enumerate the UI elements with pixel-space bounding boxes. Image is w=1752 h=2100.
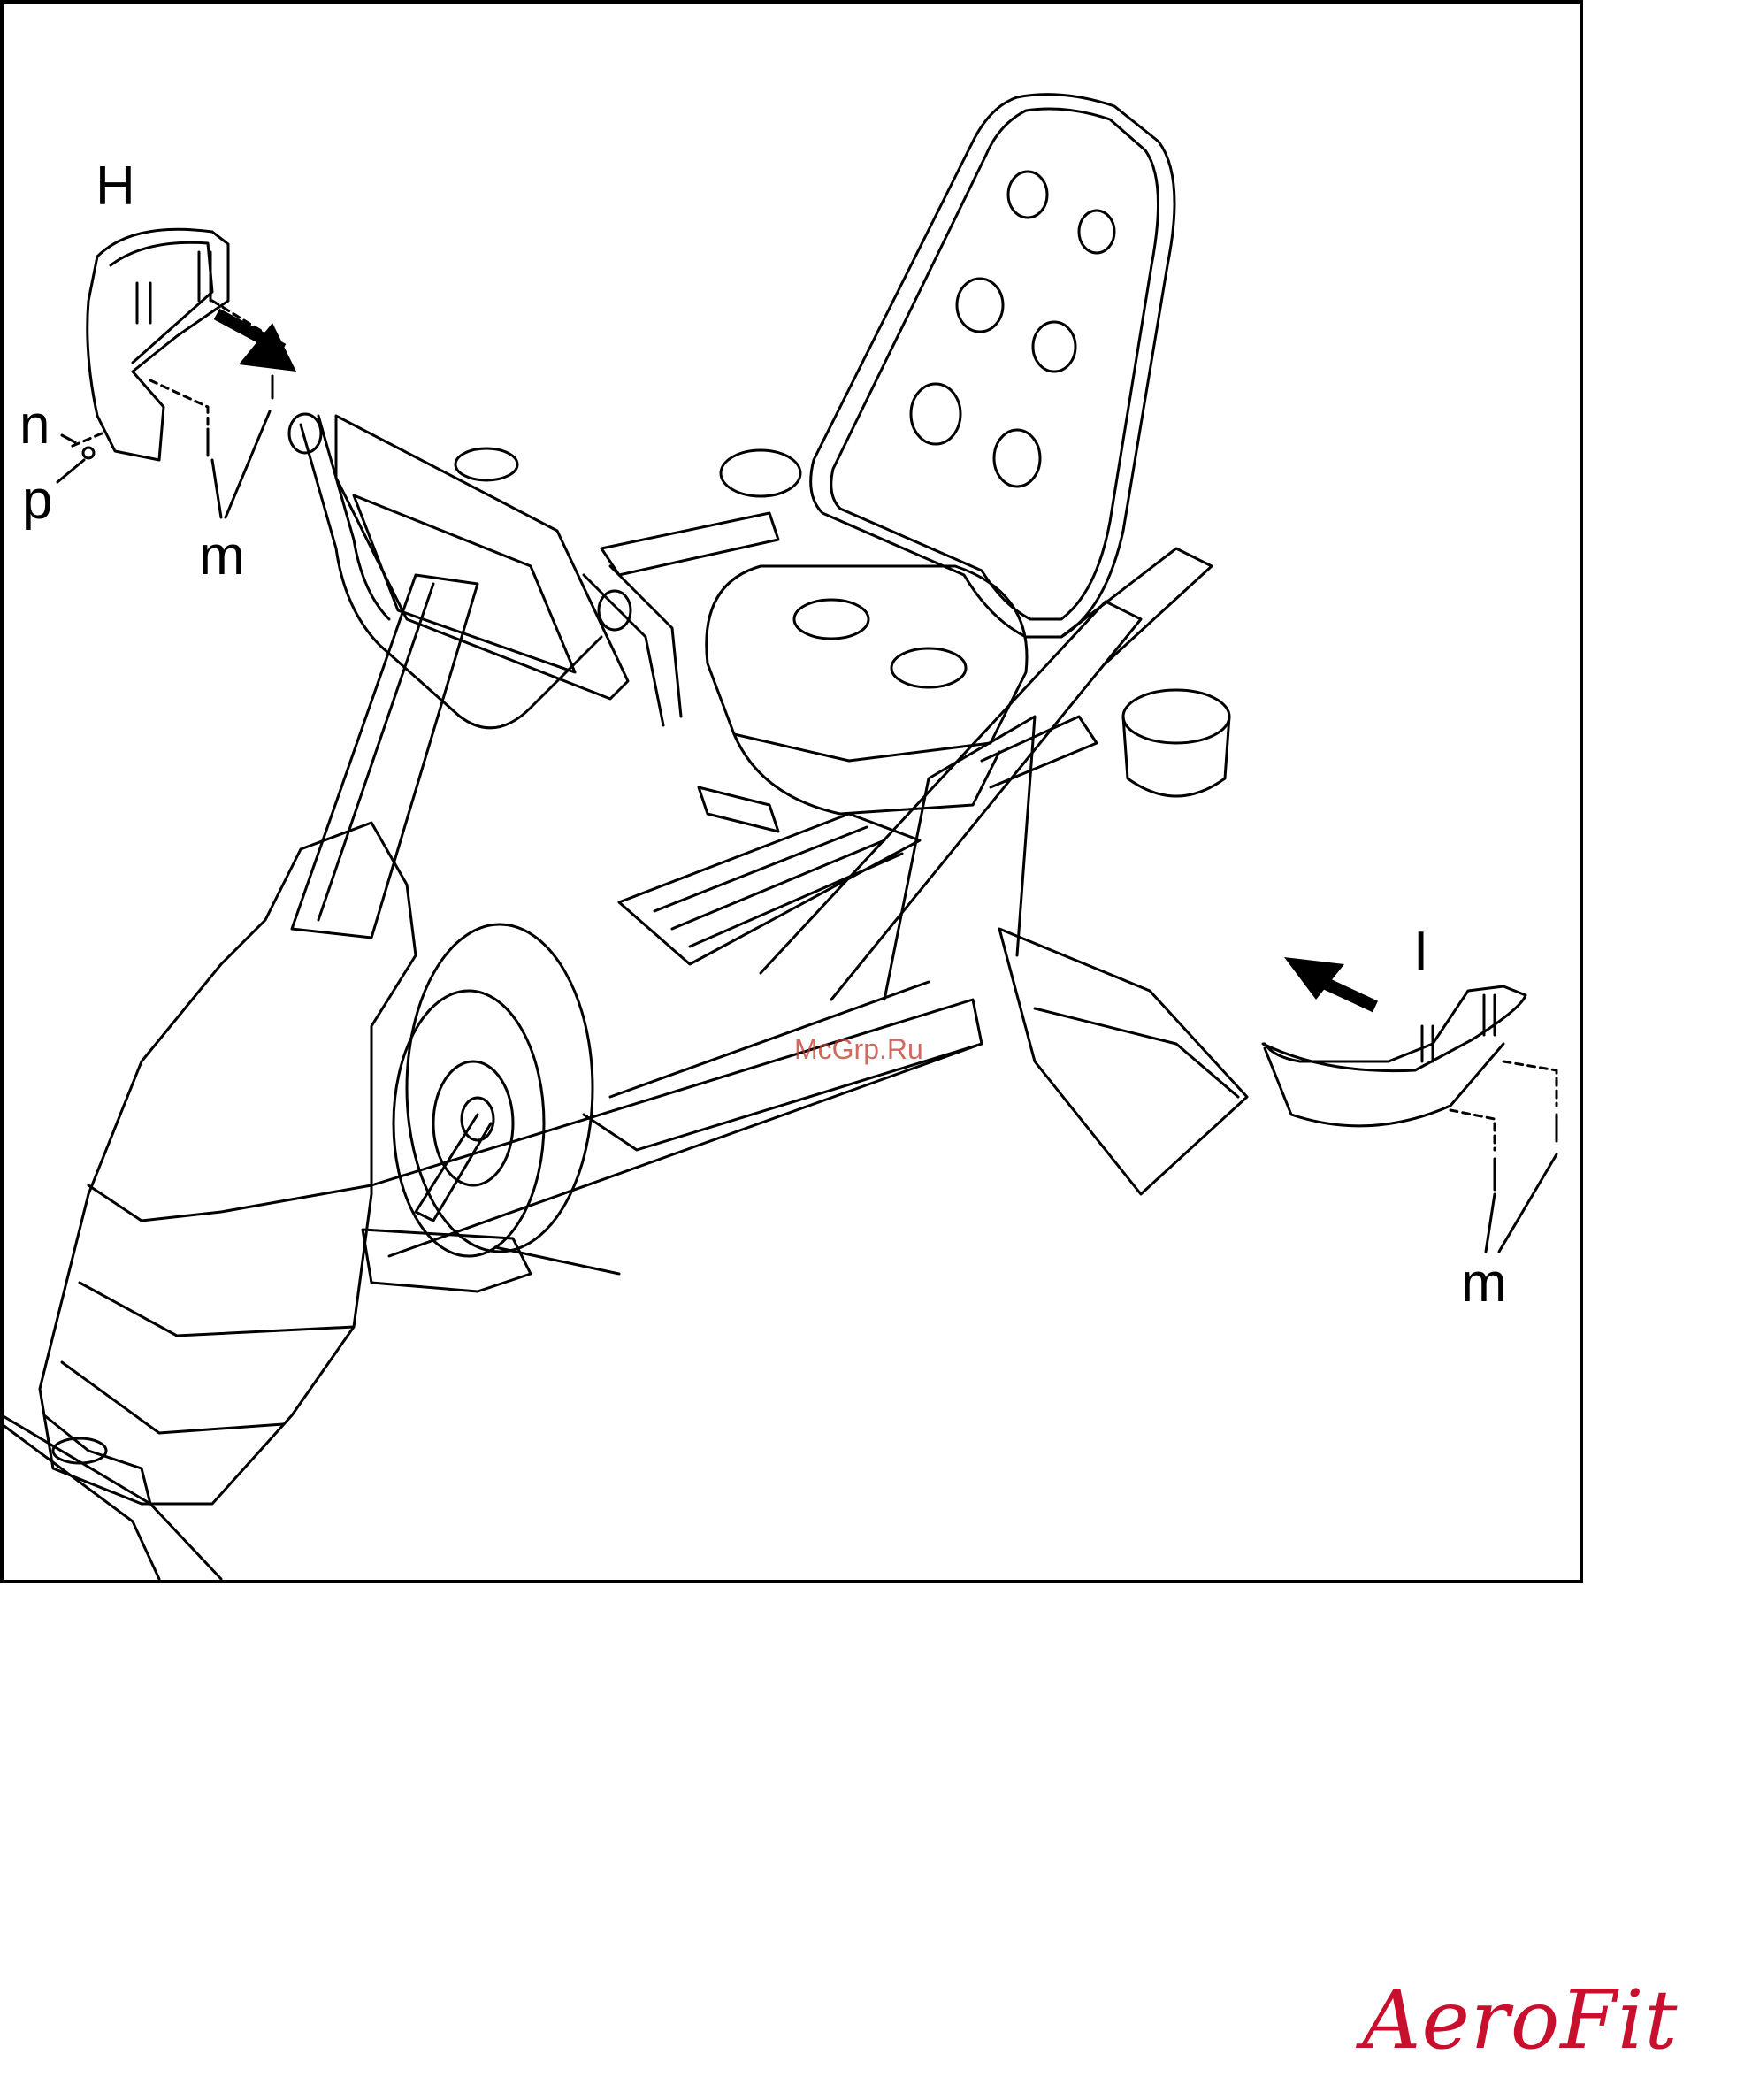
backrest-pad-5 bbox=[911, 384, 960, 444]
aerofit-logo: AeroFit bbox=[1362, 1973, 1678, 2067]
leader-p bbox=[57, 460, 84, 482]
leader-m-right bbox=[1486, 1154, 1557, 1252]
seat-handle-cup-right bbox=[1123, 690, 1229, 743]
arrow-right-down bbox=[217, 314, 296, 372]
label-n: n bbox=[19, 398, 50, 453]
screw-m-h-1 bbox=[208, 376, 272, 456]
label-i: I bbox=[1413, 924, 1428, 979]
rear-stabilizer bbox=[999, 929, 1247, 1194]
seat-handle-cup-right-body bbox=[1123, 717, 1229, 796]
seat-handle-left bbox=[601, 513, 778, 575]
cover-i-dash bbox=[1450, 1061, 1557, 1150]
console-knob bbox=[455, 448, 517, 480]
backrest-pad-3 bbox=[957, 279, 1003, 332]
shroud-detail bbox=[88, 1185, 371, 1221]
seat-rail-right bbox=[1061, 548, 1212, 663]
grip-end-right bbox=[599, 591, 631, 630]
flywheel-inner bbox=[394, 991, 544, 1256]
shroud-detail-3 bbox=[62, 1362, 283, 1433]
leader-m-left bbox=[212, 411, 270, 517]
arrow-left-up bbox=[1284, 957, 1375, 1007]
label-m-left: m bbox=[199, 529, 245, 584]
backrest-pad-6 bbox=[994, 430, 1040, 487]
slide-track-lines bbox=[654, 827, 902, 947]
cover-i bbox=[1263, 986, 1526, 1071]
pedal bbox=[363, 1230, 531, 1291]
label-m-right: m bbox=[1461, 1256, 1507, 1311]
watermark: McGrp.Ru bbox=[794, 1035, 923, 1063]
backrest-pad-4 bbox=[1033, 322, 1075, 372]
flywheel-outer bbox=[407, 924, 593, 1252]
backrest-inner bbox=[831, 109, 1159, 619]
diagram-frame bbox=[2, 2, 1581, 1582]
frame-diagonal bbox=[761, 602, 1141, 1000]
shroud-detail-2 bbox=[80, 1283, 354, 1336]
grip-end-left bbox=[289, 414, 321, 453]
handlebar-left bbox=[301, 425, 601, 728]
label-p: p bbox=[22, 473, 52, 528]
seat-handle-cup-left bbox=[721, 450, 800, 496]
label-h: H bbox=[96, 159, 135, 214]
backrest-pad-1 bbox=[1008, 172, 1047, 218]
seat-lever bbox=[699, 787, 778, 832]
screw-m-i bbox=[1495, 1115, 1557, 1190]
backrest-pad-2 bbox=[1079, 211, 1114, 253]
backrest bbox=[811, 95, 1174, 637]
main-shroud bbox=[40, 823, 416, 1504]
console-body bbox=[336, 416, 628, 699]
cover-h-post-1 bbox=[137, 283, 150, 323]
floor-line bbox=[2, 1415, 221, 1579]
cover-h-inner bbox=[111, 242, 212, 363]
pedal-strap bbox=[495, 1247, 619, 1274]
washer-n bbox=[83, 448, 94, 458]
seat-bottle-holder-2 bbox=[891, 648, 966, 687]
screw-n bbox=[62, 435, 75, 442]
handlebar-right bbox=[584, 575, 663, 725]
seat-bottle-holder-1 bbox=[794, 600, 868, 639]
console-post-edge bbox=[318, 584, 433, 920]
handlebar-left-inner bbox=[318, 416, 389, 619]
